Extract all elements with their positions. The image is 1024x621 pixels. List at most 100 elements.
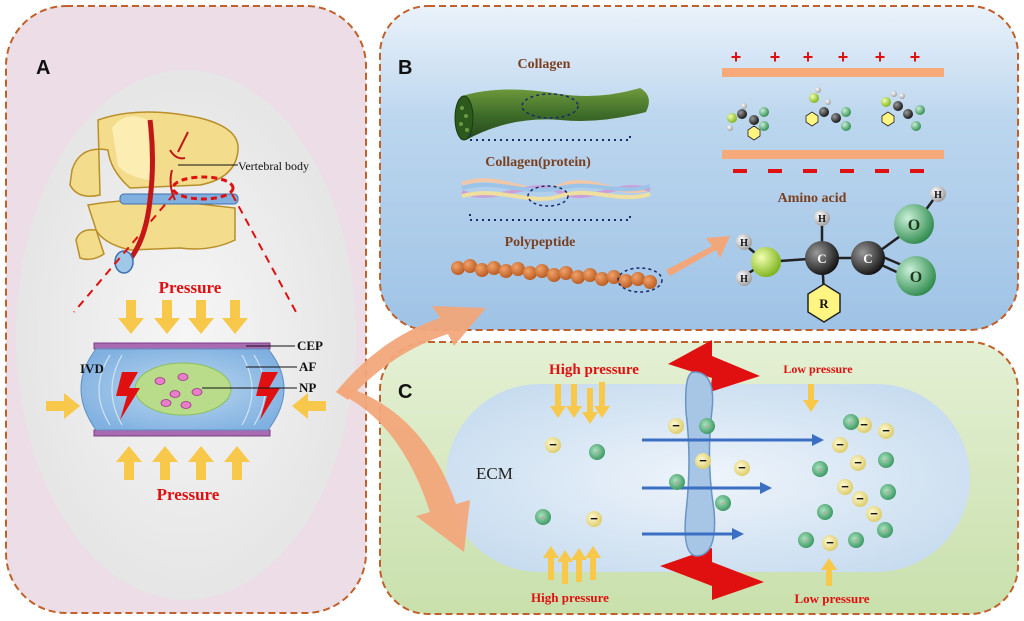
svg-text:+: + — [721, 501, 725, 508]
atom-h-left2: H — [740, 274, 748, 285]
svg-text:+: + — [803, 47, 814, 67]
zoom-arrow-amino — [666, 236, 730, 276]
lightning-top — [668, 340, 760, 392]
label-high-pressure-bottom: High pressure — [531, 590, 609, 605]
cep-bottom — [93, 429, 271, 437]
label-low-pressure-top: Low pressure — [783, 362, 853, 376]
polypeptide-zoom — [617, 267, 663, 293]
ions-negative — [545, 417, 894, 551]
svg-text:−: − — [854, 455, 862, 470]
atom-r-group: R — [819, 296, 829, 311]
svg-text:+: + — [595, 450, 599, 457]
svg-text:+: + — [731, 47, 742, 67]
arrow-a-to-b — [336, 306, 486, 400]
plus-signs: + + + + + + — [731, 47, 921, 67]
ivd-disc — [80, 342, 297, 437]
low-pressure-arrow-bottom — [821, 558, 837, 586]
label-np: NP — [299, 380, 316, 395]
svg-text:+: + — [854, 538, 858, 545]
pressure-bottom-label: Pressure — [157, 485, 220, 504]
label-collagen-protein: Collagen(protein) — [485, 155, 591, 170]
svg-text:−: − — [870, 506, 878, 521]
atom-c-carboxyl: C — [863, 251, 872, 266]
svg-text:−: − — [826, 535, 834, 550]
charged-plates: + + + + + + — [722, 47, 944, 173]
pressure-top-label: Pressure — [159, 278, 222, 297]
label-ivd: IVD — [80, 361, 104, 376]
svg-text:−: − — [856, 491, 864, 506]
polypeptide-chain — [451, 259, 657, 289]
atom-c-alpha: C — [817, 251, 826, 266]
top-pressure-arrows — [118, 300, 248, 334]
svg-text:+: + — [705, 424, 709, 431]
atom-h-top: H — [934, 190, 942, 201]
bottom-pressure-arrows — [116, 446, 250, 480]
svg-text:−: − — [882, 423, 890, 438]
atom-h-alpha: H — [818, 214, 826, 225]
label-collagen: Collagen — [518, 57, 571, 72]
zoom-line-left — [73, 193, 175, 313]
atom-o-bottom: O — [910, 269, 922, 286]
panel-b-letter: B — [398, 57, 412, 79]
negative-plate — [722, 150, 944, 159]
left-pressure-arrow — [46, 393, 80, 419]
svg-text:−: − — [836, 437, 844, 452]
zoom-circle — [171, 175, 235, 201]
label-ecm: ECM — [476, 464, 513, 483]
panel-c-letter: C — [398, 381, 412, 403]
spine-illustration: Vertebral body — [69, 111, 309, 274]
cep-top — [93, 342, 271, 350]
collagen-triple-helix — [461, 178, 651, 221]
panel-c: C ECM High pressure High pressure Low pr… — [379, 340, 1019, 615]
svg-text:+: + — [875, 47, 886, 67]
label-af: AF — [299, 359, 316, 374]
svg-text:−: − — [699, 453, 707, 468]
svg-text:+: + — [884, 458, 888, 465]
ions-positive — [535, 414, 896, 548]
lightning-right — [256, 372, 280, 420]
svg-text:+: + — [838, 47, 849, 67]
high-pressure-arrows-bottom — [543, 546, 601, 584]
label-high-pressure-top: High pressure — [549, 362, 639, 378]
svg-text:+: + — [849, 420, 853, 427]
small-molecules — [727, 87, 925, 141]
panel-a-letter: A — [36, 57, 50, 79]
label-polypeptide: Polypeptide — [505, 235, 576, 250]
label-low-pressure-bottom: Low pressure — [795, 591, 870, 606]
svg-text:+: + — [883, 528, 887, 535]
svg-text:+: + — [818, 467, 822, 474]
svg-text:−: − — [738, 460, 746, 475]
panel-b: B Collagen Collagen(protein) Polypeptide — [379, 5, 1019, 331]
low-pressure-arrow-top — [803, 384, 819, 412]
arrow-a-to-c — [336, 386, 470, 552]
label-cep: CEP — [297, 338, 323, 353]
svg-text:+: + — [675, 480, 679, 487]
atom-h-left1: H — [740, 238, 748, 249]
svg-text:−: − — [860, 417, 868, 432]
positive-plate — [722, 68, 944, 77]
label-vertebral-body: Vertebral body — [238, 159, 309, 173]
ion-minus-labels: − − − − − − − − − − − − − — [549, 417, 890, 550]
svg-text:−: − — [590, 511, 598, 526]
atom-o-top: O — [908, 217, 920, 234]
lightning-bottom — [660, 548, 764, 600]
svg-text:−: − — [549, 437, 557, 452]
right-pressure-arrow — [292, 393, 326, 419]
svg-text:+: + — [541, 515, 545, 522]
label-amino-acid: Amino acid — [778, 191, 847, 206]
svg-text:+: + — [910, 47, 921, 67]
svg-text:+: + — [804, 538, 808, 545]
ion-plus-labels: + + + + + + + + + + + + + — [541, 420, 890, 545]
collagen-fiber — [454, 88, 649, 141]
amino-acid-molecule: C C O O H H H H R — [736, 186, 946, 323]
svg-text:+: + — [770, 47, 781, 67]
high-pressure-arrows-top — [550, 382, 610, 424]
minus-signs — [733, 169, 924, 173]
svg-text:+: + — [886, 490, 890, 497]
flow-arrows — [642, 434, 824, 540]
svg-text:−: − — [841, 479, 849, 494]
panel-a: A Vertebral body Pressure Pressure — [5, 5, 367, 614]
svg-text:+: + — [823, 510, 827, 517]
lightning-left — [116, 372, 140, 420]
